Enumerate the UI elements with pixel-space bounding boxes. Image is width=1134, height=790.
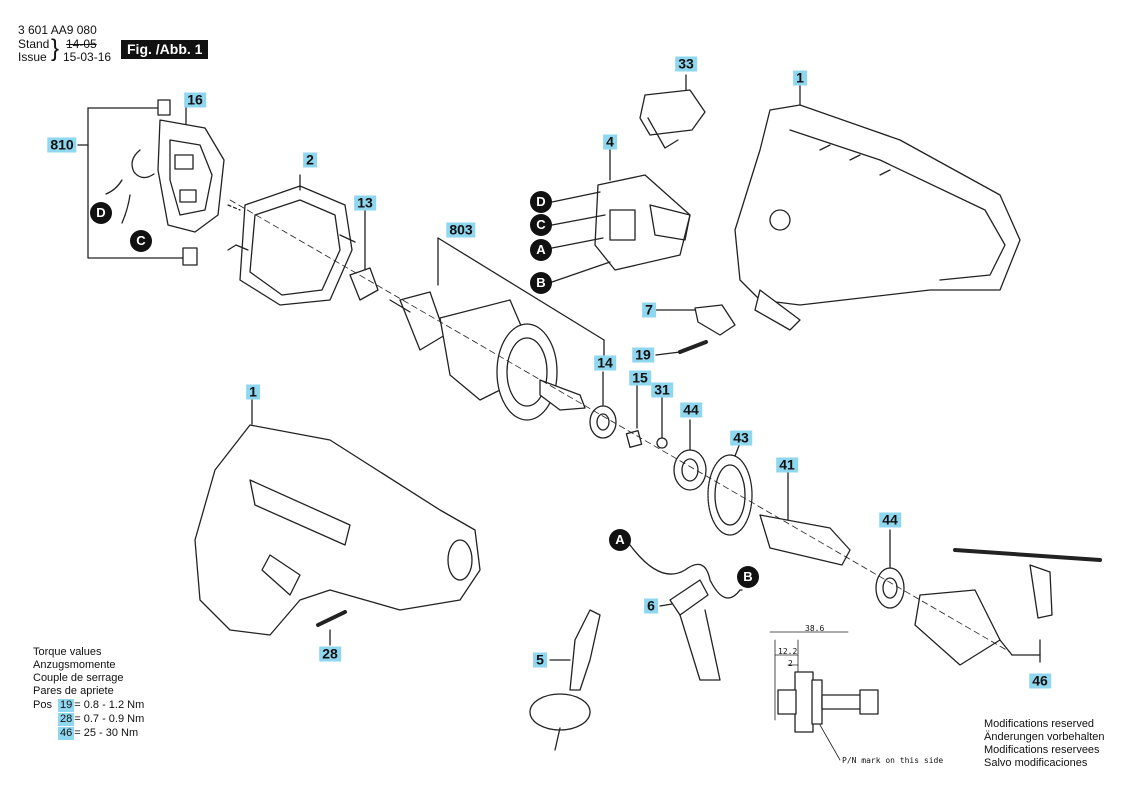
housing-lower-1 bbox=[194, 399, 481, 636]
torque-pos: 28 bbox=[58, 713, 75, 726]
ball-31 bbox=[656, 437, 668, 449]
torque-title-es: Pares de apriete bbox=[33, 685, 114, 697]
torque-title-fr: Couple de serrage bbox=[33, 672, 124, 684]
torque-value: = 0.7 - 0.9 Nm bbox=[74, 713, 145, 725]
issue-label: Issue bbox=[18, 50, 47, 64]
part-5 bbox=[529, 609, 601, 751]
part-label-46: 46 bbox=[1029, 673, 1051, 689]
modifications-es: Salvo modificaciones bbox=[984, 757, 1088, 769]
spindle-41 bbox=[759, 469, 851, 566]
brush-holder-16 bbox=[105, 99, 225, 266]
torque-row: 28= 0.7 - 0.9 Nm bbox=[58, 713, 144, 726]
bearing-44b bbox=[875, 529, 905, 609]
figure-label: Fig. /Abb. 1 bbox=[121, 40, 209, 59]
torque-pos-label: Pos bbox=[33, 699, 52, 711]
brush-holder-bracket bbox=[77, 107, 187, 259]
key-15 bbox=[625, 430, 643, 448]
part-label-5: 5 bbox=[533, 652, 547, 668]
armature-803 bbox=[389, 237, 605, 421]
switch-4 bbox=[551, 149, 691, 283]
ref-marker-c: C bbox=[130, 230, 152, 252]
lever-33 bbox=[639, 74, 706, 149]
ref-marker-b: B bbox=[737, 566, 759, 588]
ref-marker-d: D bbox=[530, 191, 552, 213]
ref-marker-b: B bbox=[530, 272, 552, 294]
part-label-1a: 1 bbox=[793, 70, 807, 86]
detail-drawing bbox=[769, 631, 879, 761]
modifications-fr: Modifications reservees bbox=[984, 744, 1100, 756]
modifications-de: Änderungen vorbehalten bbox=[984, 731, 1105, 743]
part-label-43: 43 bbox=[730, 430, 752, 446]
modifications-en: Modifications reserved bbox=[984, 718, 1095, 730]
part-label-44a: 44 bbox=[680, 402, 702, 418]
ref-marker-d: D bbox=[90, 202, 112, 224]
torque-row: 19= 0.8 - 1.2 Nm bbox=[58, 699, 144, 712]
part-label-13: 13 bbox=[354, 195, 376, 211]
torque-pos: 46 bbox=[58, 727, 75, 740]
issue-value: 15-03-16 bbox=[63, 50, 112, 64]
bearing-14 bbox=[589, 371, 617, 439]
part-label-44b: 44 bbox=[879, 512, 901, 528]
ref-marker-a: A bbox=[609, 529, 631, 551]
gear-43 bbox=[707, 442, 753, 536]
part-label-803: 803 bbox=[446, 222, 476, 238]
stand-label: Stand bbox=[18, 37, 50, 51]
part-label-2: 2 bbox=[303, 152, 317, 168]
dim-b: 2 bbox=[788, 659, 793, 668]
chuck-46 bbox=[914, 548, 1102, 666]
part-label-15: 15 bbox=[629, 370, 651, 386]
torque-row: 46= 25 - 30 Nm bbox=[58, 727, 138, 740]
bearing-44a bbox=[673, 419, 707, 491]
part-label-33: 33 bbox=[675, 56, 697, 72]
torque-value: = 25 - 30 Nm bbox=[74, 727, 139, 739]
bearing-13 bbox=[349, 209, 379, 301]
torque-value: = 0.8 - 1.2 Nm bbox=[74, 699, 145, 711]
part-label-810: 810 bbox=[47, 137, 77, 153]
part-label-14: 14 bbox=[594, 355, 616, 371]
part-label-31: 31 bbox=[651, 382, 673, 398]
ref-marker-a: A bbox=[530, 239, 552, 261]
dim-a: 12.2 bbox=[778, 647, 798, 656]
ref-marker-c: C bbox=[530, 214, 552, 236]
cover-7 bbox=[655, 304, 736, 336]
housing-upper-1 bbox=[734, 85, 1021, 331]
torque-pos: 19 bbox=[58, 699, 75, 712]
screw-28 bbox=[316, 610, 347, 627]
part-label-16: 16 bbox=[184, 92, 206, 108]
torque-title-en: Torque values bbox=[33, 646, 102, 658]
part-label-19: 19 bbox=[632, 347, 654, 363]
pn-mark-note: P/N mark on this side bbox=[842, 756, 944, 765]
part-label-28: 28 bbox=[319, 646, 341, 662]
torque-title-de: Anzugsmomente bbox=[33, 659, 116, 671]
part-label-6: 6 bbox=[644, 598, 658, 614]
brace: } bbox=[51, 35, 60, 62]
part-number: 3 601 AA9 080 bbox=[18, 23, 97, 37]
stand-value: 14-05 bbox=[66, 37, 97, 51]
field-coil-2 bbox=[227, 174, 356, 306]
screw-19 bbox=[655, 340, 708, 356]
part-label-7: 7 bbox=[642, 302, 656, 318]
dim-total: 38.6 bbox=[805, 624, 825, 633]
part-label-4: 4 bbox=[603, 134, 617, 150]
part-label-1b: 1 bbox=[246, 384, 260, 400]
part-label-41: 41 bbox=[776, 457, 798, 473]
cable-6 bbox=[629, 544, 743, 681]
